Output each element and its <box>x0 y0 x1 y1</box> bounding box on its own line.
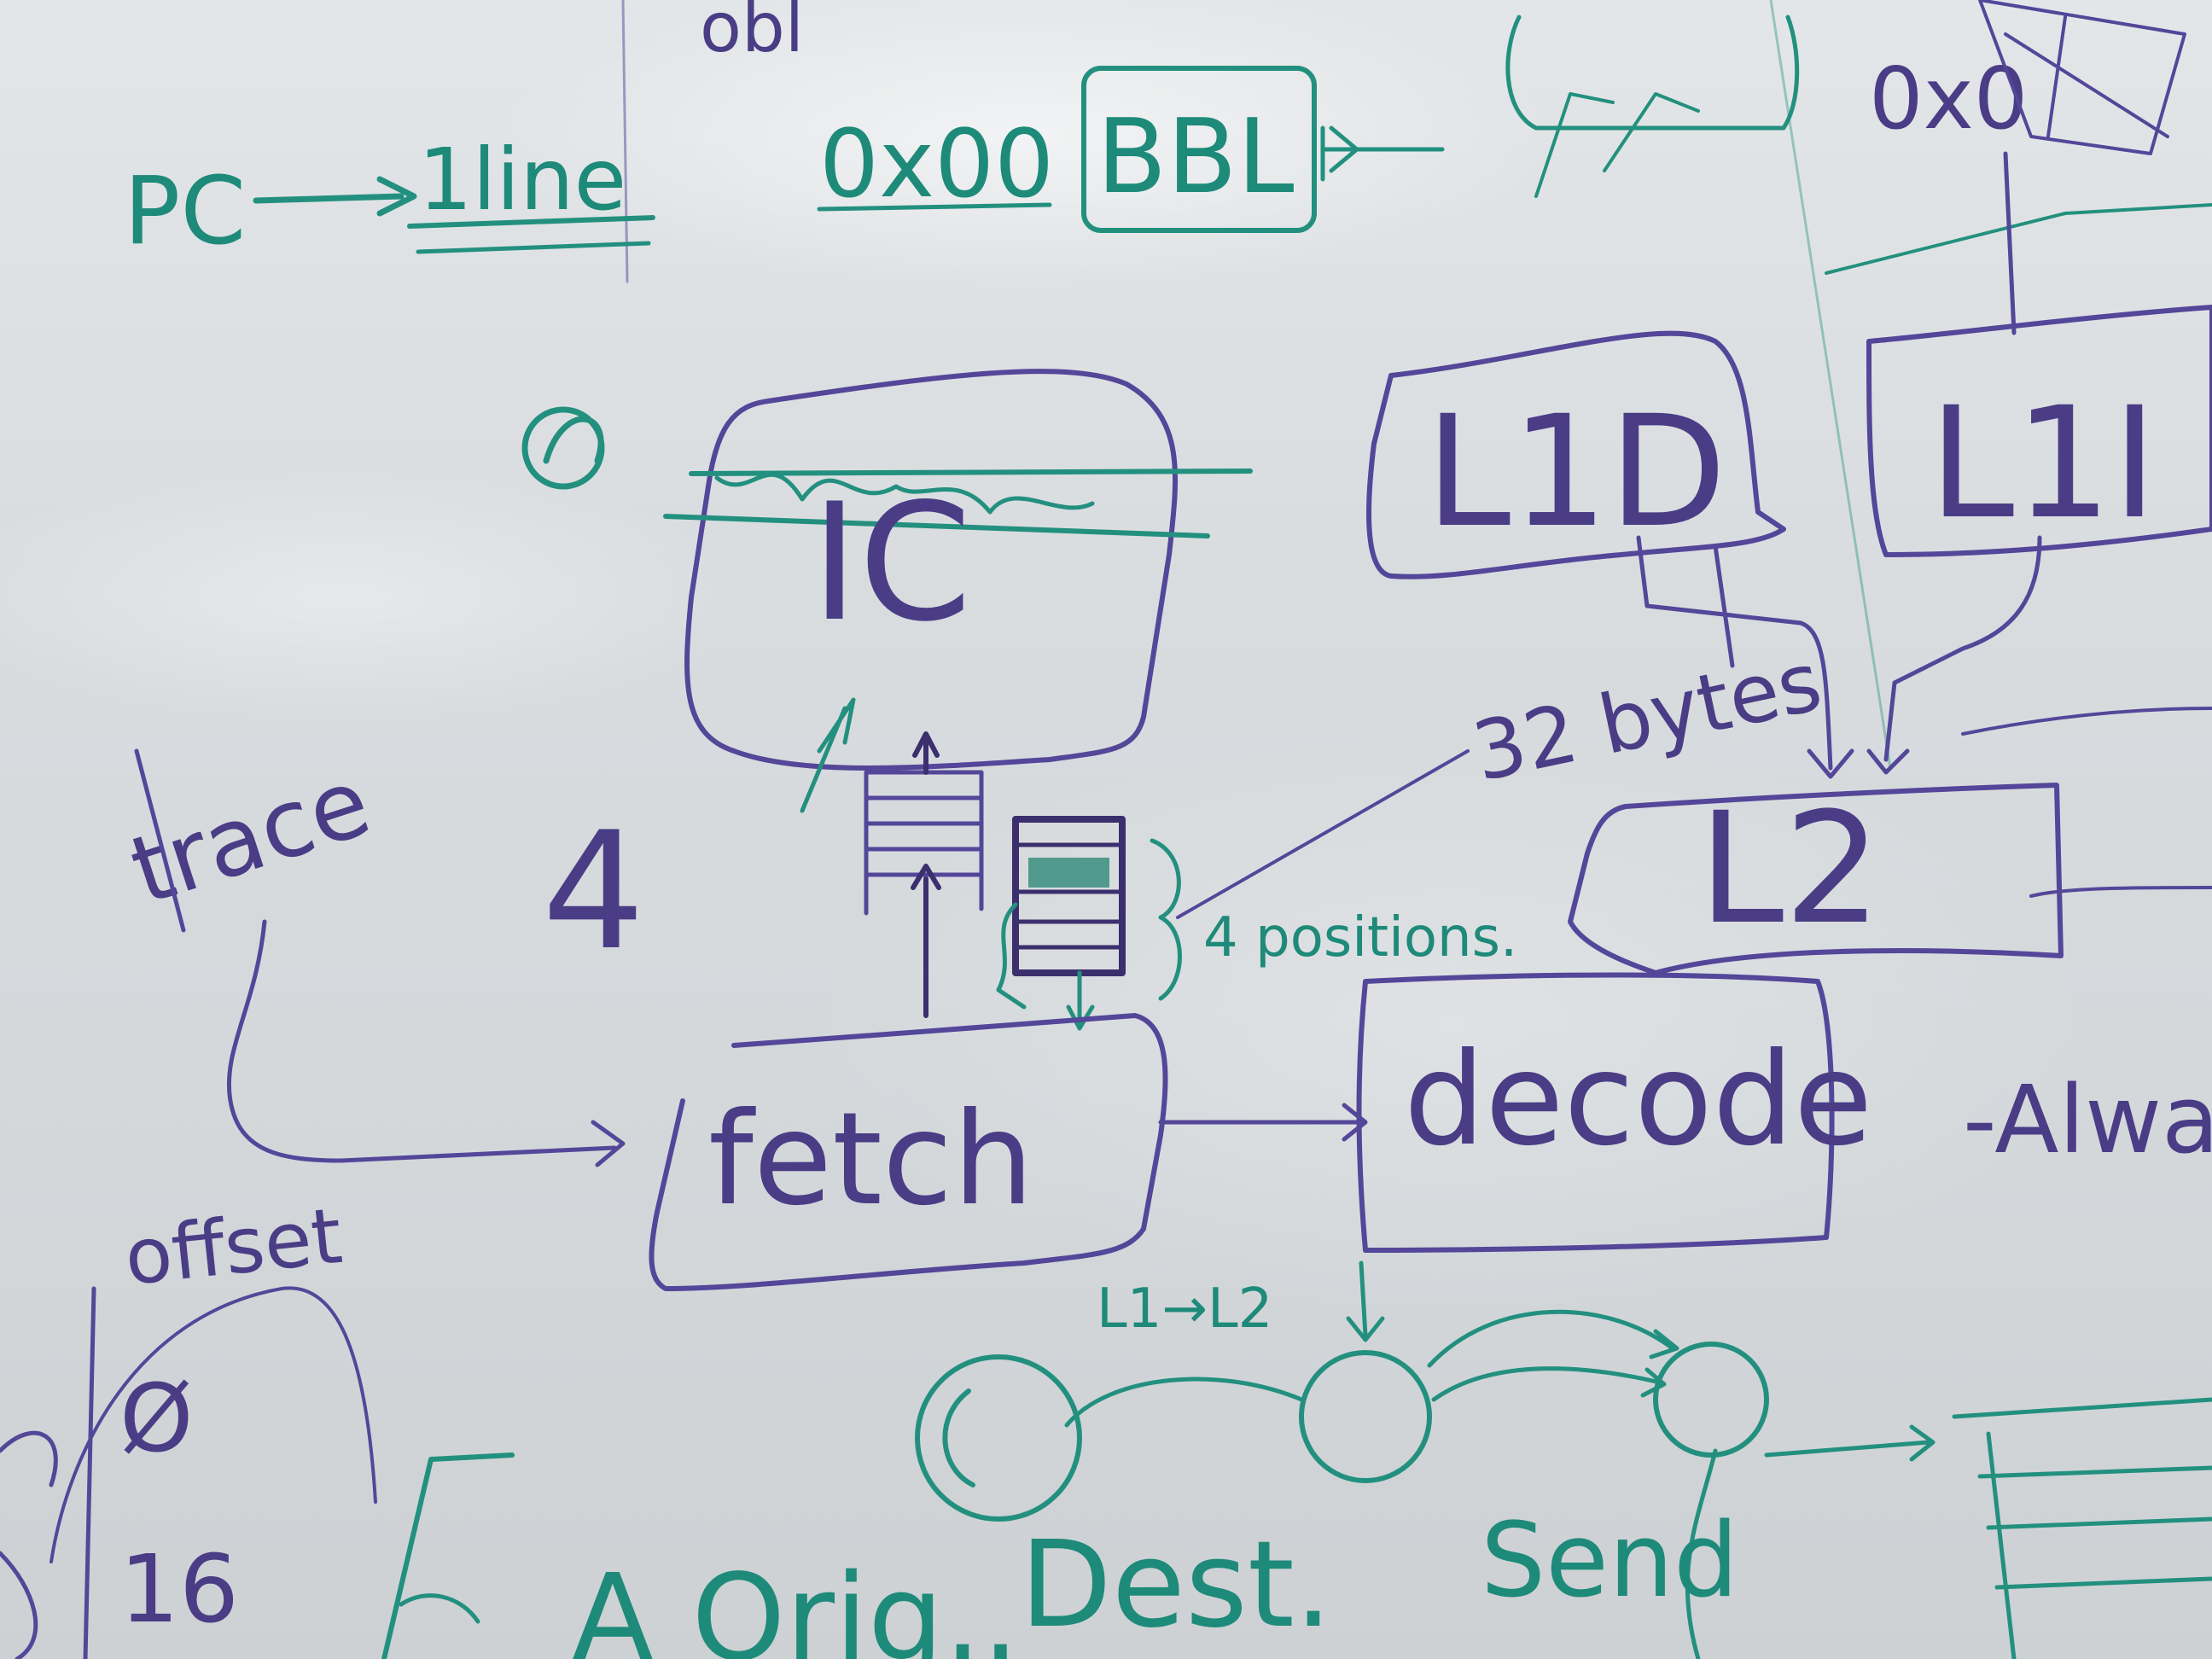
top-right-addr: 0x0 <box>1869 49 2028 148</box>
state-edge-1-2 <box>1064 1377 1304 1428</box>
l1d-to-l2-arrow <box>1636 535 1833 771</box>
addr-underline <box>817 202 1052 212</box>
trace-arrow-head <box>591 1120 626 1167</box>
state-circle-3 <box>1653 1342 1769 1458</box>
decode-box <box>1356 972 1835 1253</box>
addr-text: 0x00 <box>819 109 1054 218</box>
fetch-text: fetch <box>708 1086 1033 1234</box>
dest-text: Dest. <box>1020 1516 1332 1655</box>
l1i-text: L1I <box>1929 375 2157 553</box>
l1-to-l2-text: L1→L2 <box>1097 1278 1272 1341</box>
four-text: 4 <box>542 797 645 986</box>
ic-scribble <box>714 472 1095 515</box>
positions-brace <box>1150 838 1182 1001</box>
ic-leaf-arrow <box>800 697 856 813</box>
buffer-queue-arrow <box>911 731 941 1018</box>
bbl-box <box>1081 66 1317 233</box>
ic-strike-lines <box>663 469 1253 538</box>
bytes-line <box>1176 749 1470 919</box>
hatched-buffer <box>1012 816 1126 976</box>
bbl-arrow <box>1320 125 1445 182</box>
top-right-line <box>1825 203 2212 275</box>
decode-down-arrow <box>1346 1260 1385 1342</box>
pc-arrow-head <box>376 176 417 217</box>
offset-text: offset <box>120 1191 346 1303</box>
decode-text: decode <box>1404 1026 1872 1174</box>
send-text: Send <box>1481 1502 1738 1621</box>
state-exit-arrow <box>1764 1424 1936 1462</box>
orig-text: A Orig.. <box>572 1549 1020 1659</box>
bottom-bracket <box>381 1452 515 1659</box>
top-right-scribble <box>1534 92 1700 198</box>
bbl-text: BBL <box>1097 98 1295 217</box>
one-line-text: 1line <box>418 130 626 230</box>
faint-line-right <box>1769 0 1892 770</box>
obl-text: obl <box>700 0 804 67</box>
pc-arrow <box>253 193 405 204</box>
offset-curve <box>49 1286 377 1563</box>
top-right-box <box>1505 15 1800 131</box>
l1i-to-l2-arrow <box>1883 535 2042 762</box>
l1d-box <box>1366 330 1786 579</box>
bottom-right-table <box>1952 1397 2212 1659</box>
faint-line-left <box>621 0 629 283</box>
state-circle-1 <box>915 1354 1082 1522</box>
l1i-box <box>1866 305 2212 557</box>
positions-text: 4 positions. <box>1203 906 1517 969</box>
one-line-underline-2 <box>416 241 651 254</box>
bytes-text: 32 bytes <box>1465 635 1830 800</box>
sixteen-text: 16 <box>119 1534 239 1644</box>
always-text: -Alway <box>1963 1065 2212 1174</box>
one-line-underline <box>407 215 655 229</box>
fetch-box <box>649 1013 1168 1291</box>
top-right-vertical <box>2003 151 2017 335</box>
l1d-text: L1D <box>1425 383 1726 562</box>
l2-arrow-heads <box>1807 748 1910 779</box>
trace-arrow <box>226 919 617 1163</box>
l2-box <box>1568 783 2064 975</box>
l2-text: L2 <box>1698 780 1882 958</box>
state-edge-2-3 <box>1427 1309 1679 1368</box>
pc-text: PC <box>124 156 246 265</box>
ic-text: IC <box>811 469 972 657</box>
top-right-cross-hatch <box>1978 0 2186 155</box>
state-circle-2 <box>1299 1350 1432 1483</box>
hatched-buffer-arrow <box>1066 970 1095 1031</box>
ic-box <box>684 369 1179 771</box>
zero-text: Ø <box>119 1364 194 1473</box>
